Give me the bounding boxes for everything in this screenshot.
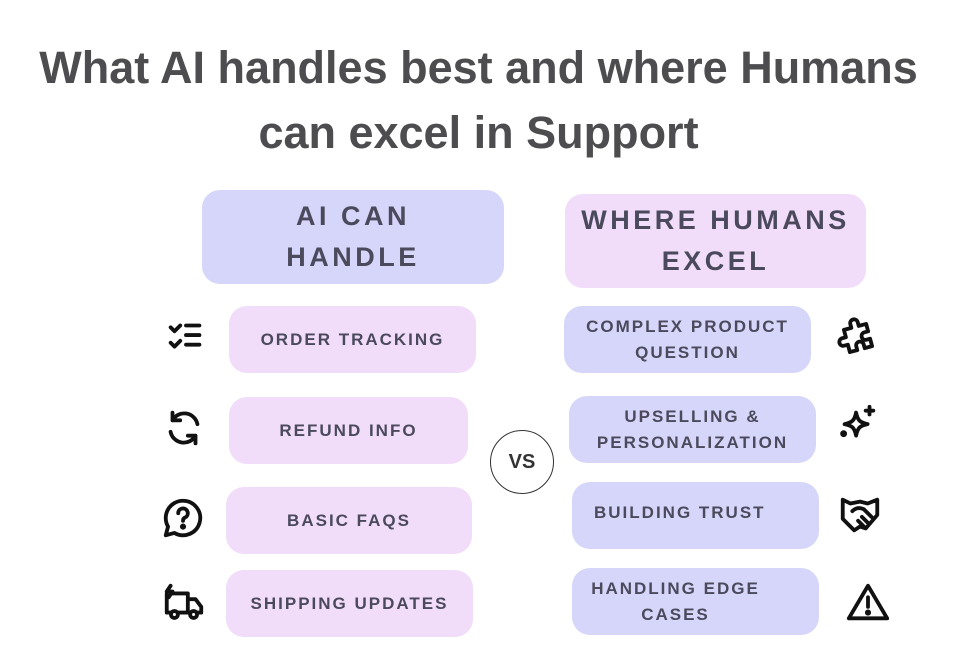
ai-header-label: AI CAN HANDLE — [286, 201, 420, 272]
ai-item-refund-info: REFUND INFO — [229, 397, 468, 464]
question-bubble-icon — [160, 495, 206, 541]
delivery-truck-icon — [161, 580, 207, 626]
handshake-icon — [837, 492, 883, 538]
vs-label: VS — [508, 450, 536, 473]
human-item-building-trust: BUILDING TRUST — [572, 482, 819, 549]
ai-item-shipping-updates: SHIPPING UPDATES — [226, 570, 473, 637]
vs-badge: VS — [490, 430, 554, 494]
ai-item-basic-faqs: BASIC FAQS — [226, 487, 472, 554]
checklist-icon — [163, 314, 209, 360]
sparkle-icon — [835, 403, 881, 449]
warning-icon — [845, 580, 891, 626]
human-column-header: WHERE HUMANS EXCEL — [565, 194, 866, 288]
title-line-1: What AI handles best and where Humans — [39, 42, 918, 93]
refresh-icon — [161, 405, 207, 451]
item-label: UPSELLING & PERSONALIZATION — [596, 406, 789, 452]
item-label: REFUND INFO — [279, 420, 418, 440]
item-label: SHIPPING UPDATES — [250, 593, 449, 613]
page-title: What AI handles best and where Humans ca… — [0, 35, 957, 165]
human-item-complex-product: COMPLEX PRODUCT QUESTION — [564, 306, 811, 373]
puzzle-icon — [835, 315, 881, 361]
human-header-label: WHERE HUMANS EXCEL — [581, 205, 850, 276]
item-label: ORDER TRACKING — [260, 329, 445, 349]
human-item-edge-cases: HANDLING EDGE CASES — [572, 568, 819, 635]
item-label: COMPLEX PRODUCT QUESTION — [586, 316, 789, 362]
ai-item-order-tracking: ORDER TRACKING — [229, 306, 476, 373]
item-label: BUILDING TRUST — [594, 503, 766, 522]
ai-column-header: AI CAN HANDLE — [202, 190, 504, 284]
item-label: BASIC FAQS — [287, 510, 411, 530]
title-line-2: can excel in Support — [258, 107, 699, 158]
human-item-upselling: UPSELLING & PERSONALIZATION — [569, 396, 816, 463]
item-label: HANDLING EDGE CASES — [591, 578, 760, 624]
